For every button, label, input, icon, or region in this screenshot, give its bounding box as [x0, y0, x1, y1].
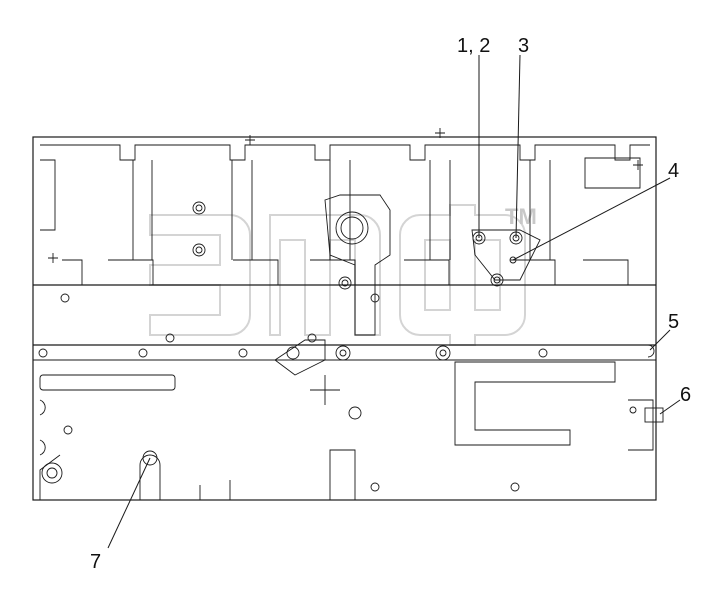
leader-6	[659, 399, 681, 415]
callout-5: 5	[668, 311, 679, 333]
leader-lines	[107, 54, 681, 549]
watermark-tm-label: TM	[505, 204, 537, 229]
mounting-holes	[38, 128, 643, 492]
leader-7	[107, 457, 151, 549]
top-ribs	[40, 144, 650, 285]
callout-4: 4	[668, 160, 679, 182]
leader-3	[515, 54, 521, 239]
callout-7: 7	[90, 551, 101, 573]
callout-labels: 1, 2 3 4 5 6 7	[90, 35, 691, 573]
lower-block-features	[39, 339, 664, 500]
leader-5	[649, 329, 671, 351]
callout-1-2: 1, 2	[457, 35, 490, 57]
block-outline	[32, 136, 657, 501]
callout-6: 6	[680, 384, 691, 406]
center-flange	[324, 194, 391, 336]
leader-4	[512, 177, 671, 261]
callout-3: 3	[518, 35, 529, 57]
